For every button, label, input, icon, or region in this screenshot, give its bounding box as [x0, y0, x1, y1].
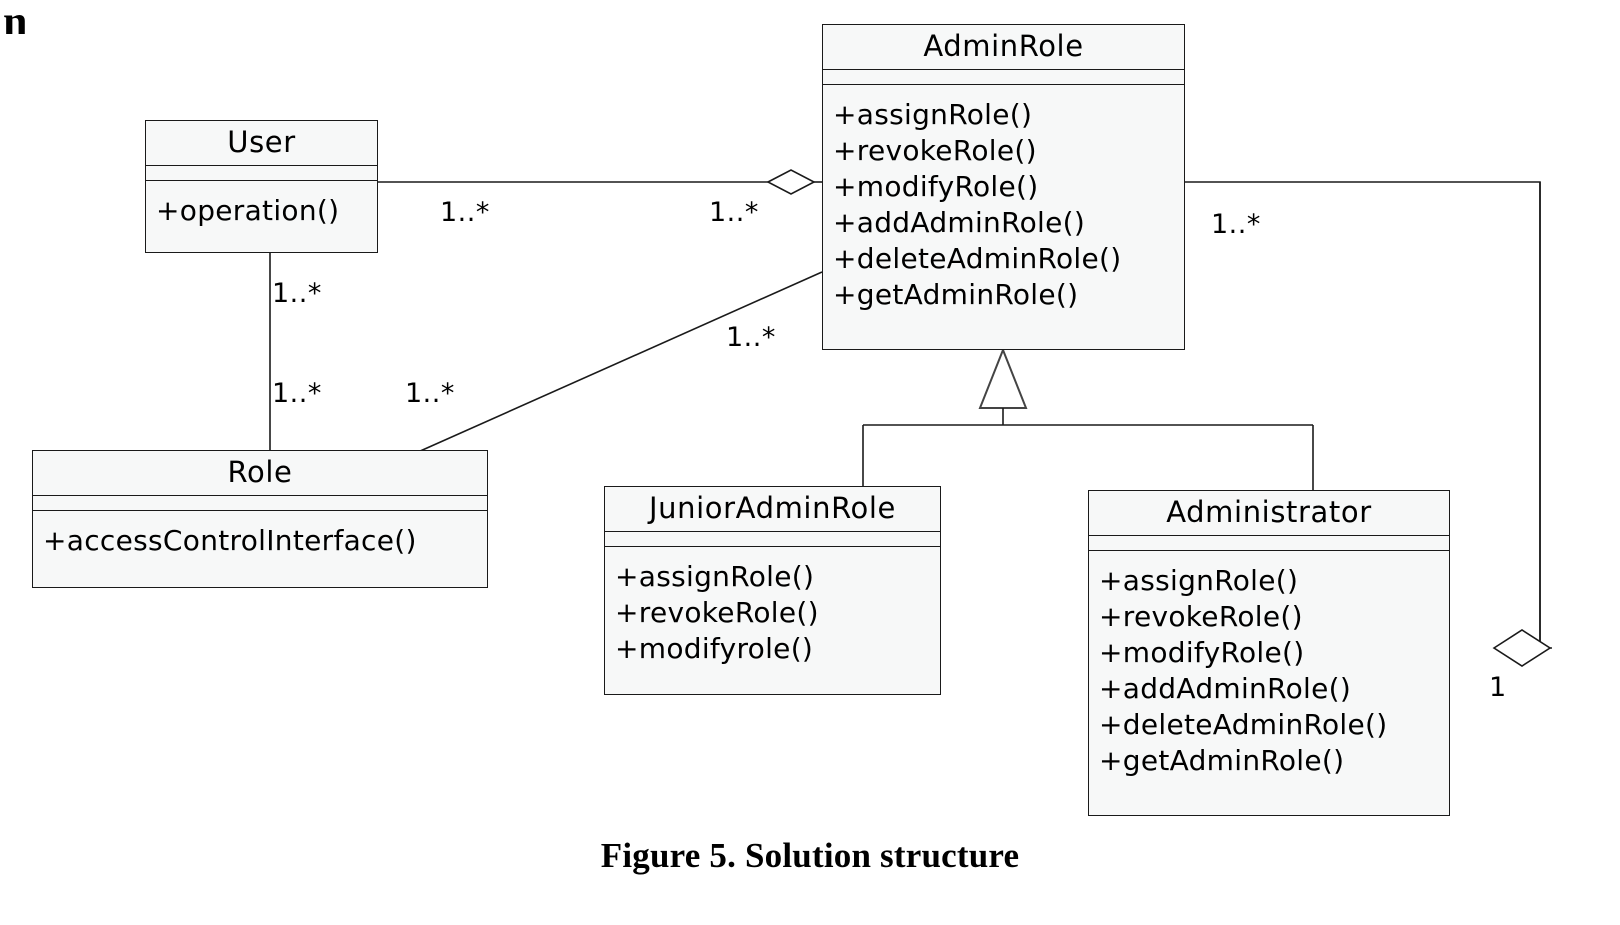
class-attributes-administrator: [1089, 536, 1449, 552]
class-name-junioradminrole: JuniorAdminRole: [605, 487, 940, 533]
operation-item: +addAdminRole(): [1099, 671, 1352, 705]
generalization-triangle-icon: [978, 347, 1028, 409]
class-attributes-user: [146, 166, 377, 182]
operation-item: +addAdminRole(): [833, 205, 1086, 239]
aggregation-diamond-icon-2: [1492, 629, 1552, 667]
class-name-adminrole: AdminRole: [823, 25, 1184, 71]
class-name-role: Role: [33, 451, 487, 497]
edge-generalization-tree: [862, 347, 1314, 508]
class-box-administrator[interactable]: Administrator +assignRole() +revokeRole(…: [1088, 490, 1450, 816]
edge-user-adminrole: [378, 169, 822, 195]
page-text-fragment: n: [3, 0, 28, 34]
operation-item: +deleteAdminRole(): [1099, 707, 1388, 741]
multiplicity-role-adminrole-source: 1..*: [405, 378, 455, 409]
operation-item: +modifyRole(): [833, 170, 1039, 204]
class-attributes-adminrole: [823, 70, 1184, 86]
edge-role-adminrole: [417, 271, 823, 453]
operation-item: +modifyRole(): [1099, 636, 1305, 670]
operation-item: +revokeRole(): [615, 596, 819, 630]
operation-item: +assignRole(): [833, 98, 1033, 132]
operation-item: +assignRole(): [615, 560, 815, 594]
operation-item: +assignRole(): [1099, 564, 1299, 598]
class-attributes-junioradminrole: [605, 532, 940, 548]
class-operations-administrator: +assignRole() +revokeRole() +modifyRole(…: [1089, 551, 1449, 788]
class-operations-adminrole: +assignRole() +revokeRole() +modifyRole(…: [823, 85, 1184, 322]
aggregation-diamond-icon: [766, 169, 816, 195]
class-operations-user: +operation(): [146, 181, 377, 239]
class-box-junioradminrole[interactable]: JuniorAdminRole +assignRole() +revokeRol…: [604, 486, 941, 695]
multiplicity-user-adminrole-target: 1..*: [709, 197, 759, 228]
class-attributes-role: [33, 496, 487, 512]
operation-item: +getAdminRole(): [1099, 743, 1345, 777]
multiplicity-user-role-source: 1..*: [272, 278, 322, 309]
class-name-administrator: Administrator: [1089, 491, 1449, 537]
multiplicity-adminrole-administrator-target: 1: [1489, 672, 1507, 703]
class-name-user: User: [146, 121, 377, 167]
class-operations-junioradminrole: +assignRole() +revokeRole() +modifyrole(…: [605, 547, 940, 676]
operation-item: +operation(): [156, 194, 340, 228]
operation-item: +modifyrole(): [615, 632, 814, 666]
class-box-user[interactable]: User +operation(): [145, 120, 378, 253]
class-operations-role: +accessControlInterface(): [33, 511, 487, 569]
operation-item: +revokeRole(): [1099, 600, 1303, 634]
operation-item: +deleteAdminRole(): [833, 241, 1122, 275]
multiplicity-user-adminrole-source: 1..*: [440, 197, 490, 228]
class-box-adminrole[interactable]: AdminRole +assignRole() +revokeRole() +m…: [822, 24, 1185, 350]
multiplicity-user-role-target: 1..*: [272, 378, 322, 409]
class-box-role[interactable]: Role +accessControlInterface(): [32, 450, 488, 588]
multiplicity-role-adminrole-target: 1..*: [726, 322, 776, 353]
figure-caption: Figure 5. Solution structure: [600, 836, 1020, 875]
operation-item: +accessControlInterface(): [43, 524, 417, 558]
operation-item: +getAdminRole(): [833, 277, 1079, 311]
operation-item: +revokeRole(): [833, 134, 1037, 168]
multiplicity-adminrole-administrator-source: 1..*: [1211, 209, 1261, 240]
